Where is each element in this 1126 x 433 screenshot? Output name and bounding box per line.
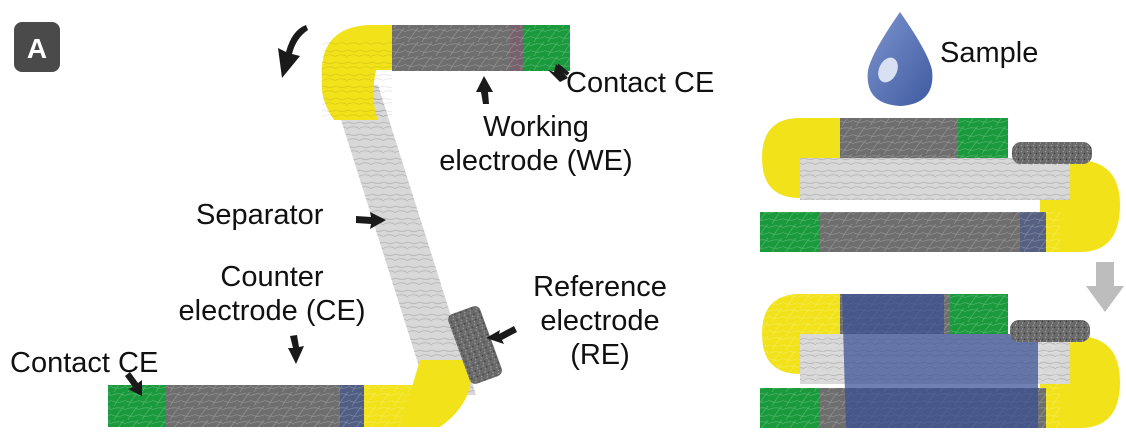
reference-electrode	[448, 306, 502, 384]
pointer-arrows	[125, 63, 570, 396]
down-arrow-icon	[1086, 262, 1124, 312]
panel-letter: A	[27, 33, 47, 64]
labels: Contact CE Working electrode (WE) Separa…	[10, 37, 1038, 379]
label-counter-line2: electrode (CE)	[179, 295, 366, 327]
label-counter-line1: Counter	[220, 261, 324, 293]
folded-device-dry	[760, 118, 1120, 252]
wetted-region	[842, 294, 1038, 428]
fold-arrow-icon	[278, 25, 308, 78]
droplet-icon	[867, 12, 933, 106]
unfolded-strip	[108, 25, 570, 427]
label-sample: Sample	[940, 37, 1038, 69]
label-working-line2: electrode (WE)	[439, 145, 632, 177]
folded-reference-wet	[1010, 320, 1090, 342]
panel-badge: A	[14, 22, 60, 72]
folded-device-wet	[760, 294, 1120, 428]
label-reference-line1: Reference	[533, 271, 667, 303]
label-working-line1: Working	[483, 111, 589, 143]
label-separator: Separator	[196, 199, 324, 231]
folded-reference	[1012, 142, 1092, 164]
label-contact-ce-top: Contact CE	[566, 67, 714, 99]
label-contact-ce-bottom: Contact CE	[10, 347, 158, 379]
label-reference-line2: electrode	[540, 305, 659, 337]
label-reference-line3: (RE)	[570, 339, 630, 371]
fold-corner-bottom	[400, 360, 472, 427]
